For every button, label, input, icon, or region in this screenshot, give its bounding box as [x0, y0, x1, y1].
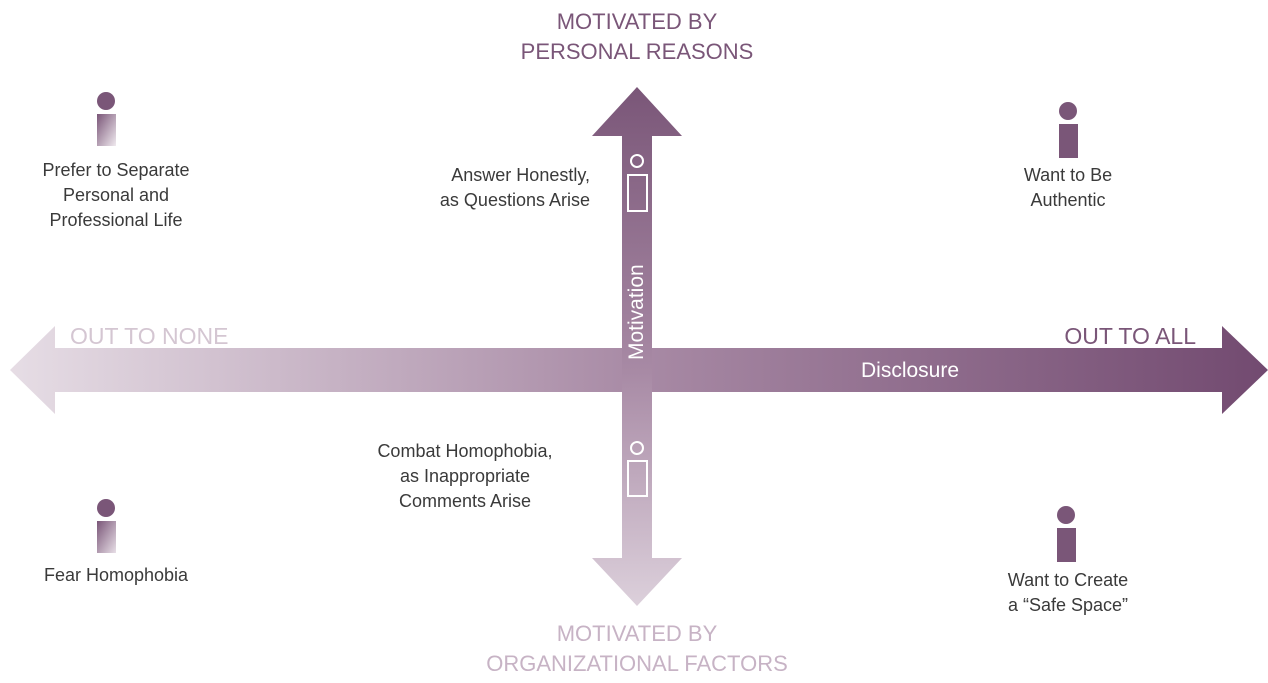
person-icon-top-left [97, 92, 116, 146]
quadrant-top-left-text: Prefer to Separate Personal and Professi… [42, 160, 190, 230]
lower-axis-note: Combat Homophobia, as Inappropriate Comm… [377, 441, 553, 511]
right-end-label: OUT TO ALL [1064, 323, 1196, 349]
person-icon-bottom-right [1057, 506, 1076, 562]
left-end-label: OUT TO NONE [70, 323, 229, 349]
quadrant-bottom-left-text: Fear Homophobia [43, 565, 189, 585]
horizontal-axis-label: Disclosure [861, 359, 960, 382]
person-outline-icon-lower [627, 441, 648, 497]
top-pole-label: MOTIVATED BY PERSONAL REASONS [520, 9, 754, 64]
quadrant-bottom-right-text: Want to Create a “Safe Space” [1007, 570, 1129, 615]
motivation-axis [592, 87, 682, 606]
vertical-axis-label: Motivation [625, 264, 648, 360]
quadrant-top-right-text: Want to Be Authentic [1023, 165, 1113, 210]
bottom-pole-label: MOTIVATED BY ORGANIZATIONAL FACTORS [486, 621, 788, 676]
person-icon-top-right [1059, 102, 1078, 158]
person-icon-bottom-left [97, 499, 116, 553]
person-outline-icon-upper [627, 154, 648, 212]
upper-axis-note: Answer Honestly, as Questions Arise [439, 165, 590, 210]
